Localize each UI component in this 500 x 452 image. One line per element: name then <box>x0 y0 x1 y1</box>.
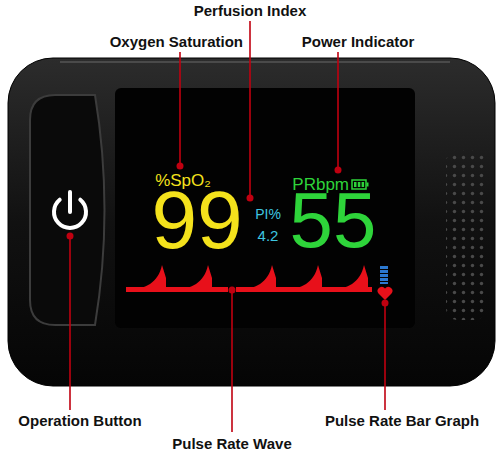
display-unit: PI% <box>255 207 281 221</box>
callout-label: Pulse Rate Bar Graph <box>325 413 479 428</box>
callout-label: Operation Button <box>18 413 141 428</box>
callout-label: Pulse Rate Wave <box>172 436 292 451</box>
button-panel <box>30 95 105 325</box>
leader-lines <box>70 21 385 432</box>
display-reading: 4.2 <box>258 228 279 243</box>
power-symbol <box>68 192 72 212</box>
display-screen <box>115 88 415 328</box>
display-reading: 99 <box>151 179 242 261</box>
pulse-bar-graph <box>380 266 388 284</box>
display-reading: 55 <box>290 181 377 259</box>
grip-dots <box>446 150 486 320</box>
callout-label: Oxygen Saturation <box>110 34 243 49</box>
pulse-wave <box>126 265 372 292</box>
body-highlight <box>60 61 450 63</box>
heart-symbol <box>378 287 393 300</box>
device-body <box>8 58 495 386</box>
callout-label: Power Indicator <box>302 34 415 49</box>
leader-dots <box>67 163 389 307</box>
callout-label: Perfusion Index <box>194 3 307 18</box>
